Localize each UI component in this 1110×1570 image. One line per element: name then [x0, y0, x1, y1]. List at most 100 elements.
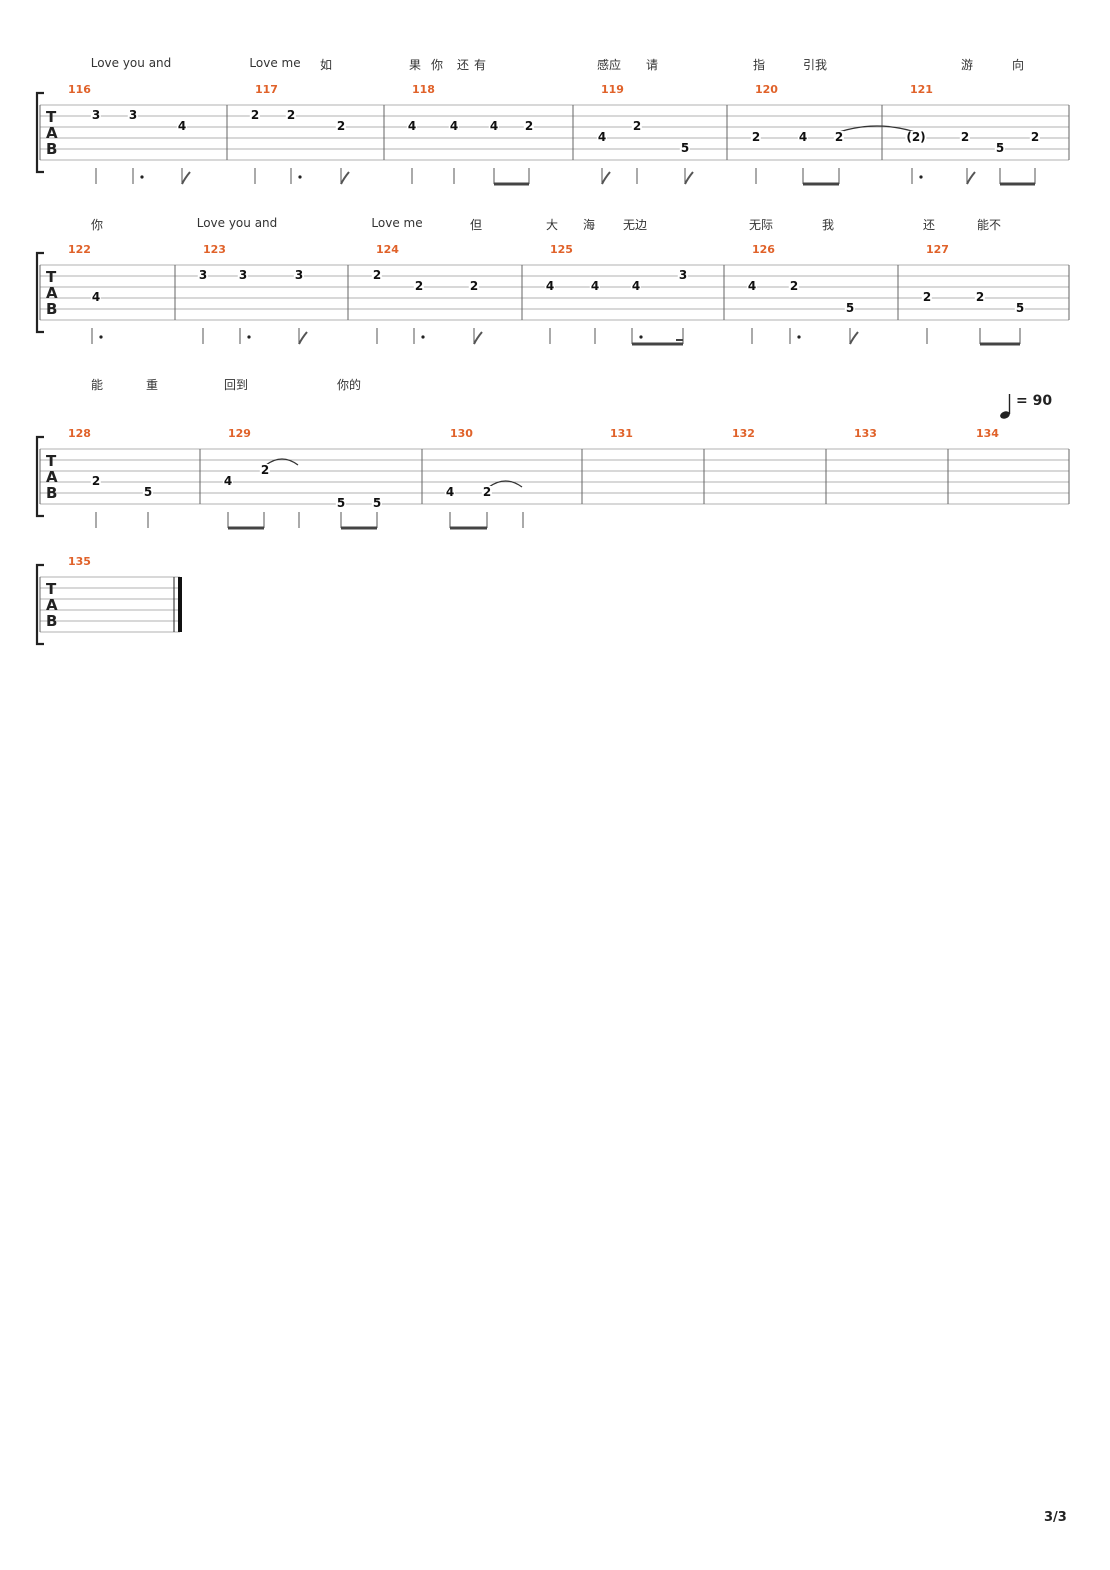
tempo-marking: [998, 391, 1058, 421]
measure-number: 128: [68, 427, 91, 440]
fret-number: 4: [222, 474, 234, 488]
eighth-flag: [849, 331, 859, 345]
dot: [298, 175, 302, 179]
tab-clef-letter: B: [46, 140, 58, 158]
measure-number: 135: [68, 555, 91, 568]
tab-clef-letter: T: [46, 268, 57, 286]
lyric-syllable: 能不: [976, 218, 1002, 232]
fret-number: 2: [371, 268, 383, 282]
fret-number: 3: [293, 268, 305, 282]
fret-number: 2: [285, 108, 297, 122]
fret-number: 2: [921, 290, 933, 304]
lyric-syllable: 请: [645, 58, 659, 72]
measure-number: 127: [926, 243, 949, 256]
fret-number: 4: [797, 130, 809, 144]
fret-number: 4: [448, 119, 460, 133]
lyric-syllable: 重: [145, 378, 159, 392]
fret-number: 4: [746, 279, 758, 293]
tab-clef-letter: B: [46, 300, 58, 318]
measure-number: 130: [450, 427, 473, 440]
tab-clef-letter: B: [46, 612, 58, 630]
lyric-syllable: 果: [408, 58, 422, 72]
eighth-flag: [966, 171, 976, 185]
lyric-syllable: 大: [545, 218, 559, 232]
fret-number: 2: [523, 119, 535, 133]
fret-number: 3: [90, 108, 102, 122]
fret-number: 2: [335, 119, 347, 133]
eighth-flag: [473, 331, 483, 345]
dot: [140, 175, 144, 179]
fret-number: 2: [249, 108, 261, 122]
tab-clef-letter: A: [46, 468, 58, 486]
dot: [247, 335, 251, 339]
measure-number: 123: [203, 243, 226, 256]
tab-clef-letter: A: [46, 124, 58, 142]
lyric-syllable: 但: [469, 218, 483, 232]
dot: [919, 175, 923, 179]
fret-number: 3: [197, 268, 209, 282]
system-bracket: [35, 251, 44, 334]
lyric-syllable: 无际: [748, 218, 774, 232]
lyric-syllable: 感应: [596, 58, 622, 72]
fret-number: 5: [994, 141, 1006, 155]
lyric-syllable: 能: [90, 378, 104, 392]
measure-number: 118: [412, 83, 435, 96]
fret-number: 2: [833, 130, 845, 144]
fret-number: 4: [90, 290, 102, 304]
fret-number: 2: [481, 485, 493, 499]
fret-number: 2: [788, 279, 800, 293]
lyric-syllable: 引我: [802, 58, 828, 72]
tab-clef-letter: B: [46, 484, 58, 502]
measure-number: 134: [976, 427, 999, 440]
fret-number: 2: [413, 279, 425, 293]
measure-number: 133: [854, 427, 877, 440]
lyric-syllable: 你: [90, 218, 104, 232]
lyric-syllable: 回到: [223, 378, 249, 392]
tie-arc: [265, 458, 299, 466]
dot: [421, 335, 425, 339]
fret-number: 2: [631, 119, 643, 133]
tab-clef-letter: T: [46, 452, 57, 470]
fret-number: 2: [750, 130, 762, 144]
eighth-flag: [340, 171, 350, 185]
fret-number: 2: [90, 474, 102, 488]
lyric-syllable: 你的: [336, 378, 362, 392]
fret-number: 2: [259, 463, 271, 477]
measure-number: 117: [255, 83, 278, 96]
tab-clef-letter: T: [46, 580, 57, 598]
fret-number: 2: [468, 279, 480, 293]
fret-number: 2: [974, 290, 986, 304]
tab-clef-letter: T: [46, 108, 57, 126]
dot: [99, 335, 103, 339]
fret-number: (2): [905, 130, 927, 144]
measure-number: 126: [752, 243, 775, 256]
fret-number: 4: [596, 130, 608, 144]
fret-number: 4: [544, 279, 556, 293]
fret-number: 3: [127, 108, 139, 122]
quarter-note-icon: [1000, 394, 1011, 419]
eighth-flag: [684, 171, 694, 185]
fret-number: 3: [677, 268, 689, 282]
lyric-syllable: 你: [430, 58, 444, 72]
fret-number: 4: [444, 485, 456, 499]
lyric-syllable: Love you and: [196, 216, 278, 230]
fret-number: 2: [1029, 130, 1041, 144]
tie-arc: [838, 125, 916, 133]
lyric-syllable: 指: [752, 58, 766, 72]
fret-number: 5: [371, 496, 383, 510]
system-bracket: [35, 435, 44, 518]
fret-number: 4: [406, 119, 418, 133]
measure-number: 116: [68, 83, 91, 96]
tab-clef-letter: A: [46, 596, 58, 614]
fret-number: 2: [959, 130, 971, 144]
fret-number: 4: [589, 279, 601, 293]
measure-number: 129: [228, 427, 251, 440]
lyric-syllable: 如: [319, 58, 333, 72]
lyric-syllable: 还: [456, 58, 470, 72]
page-number: 3/3: [1044, 1510, 1067, 1525]
lyric-syllable: Love me: [371, 216, 423, 230]
eighth-flag: [298, 331, 308, 345]
lyric-syllable: Love me: [249, 56, 301, 70]
lyric-syllable: 还: [922, 218, 936, 232]
